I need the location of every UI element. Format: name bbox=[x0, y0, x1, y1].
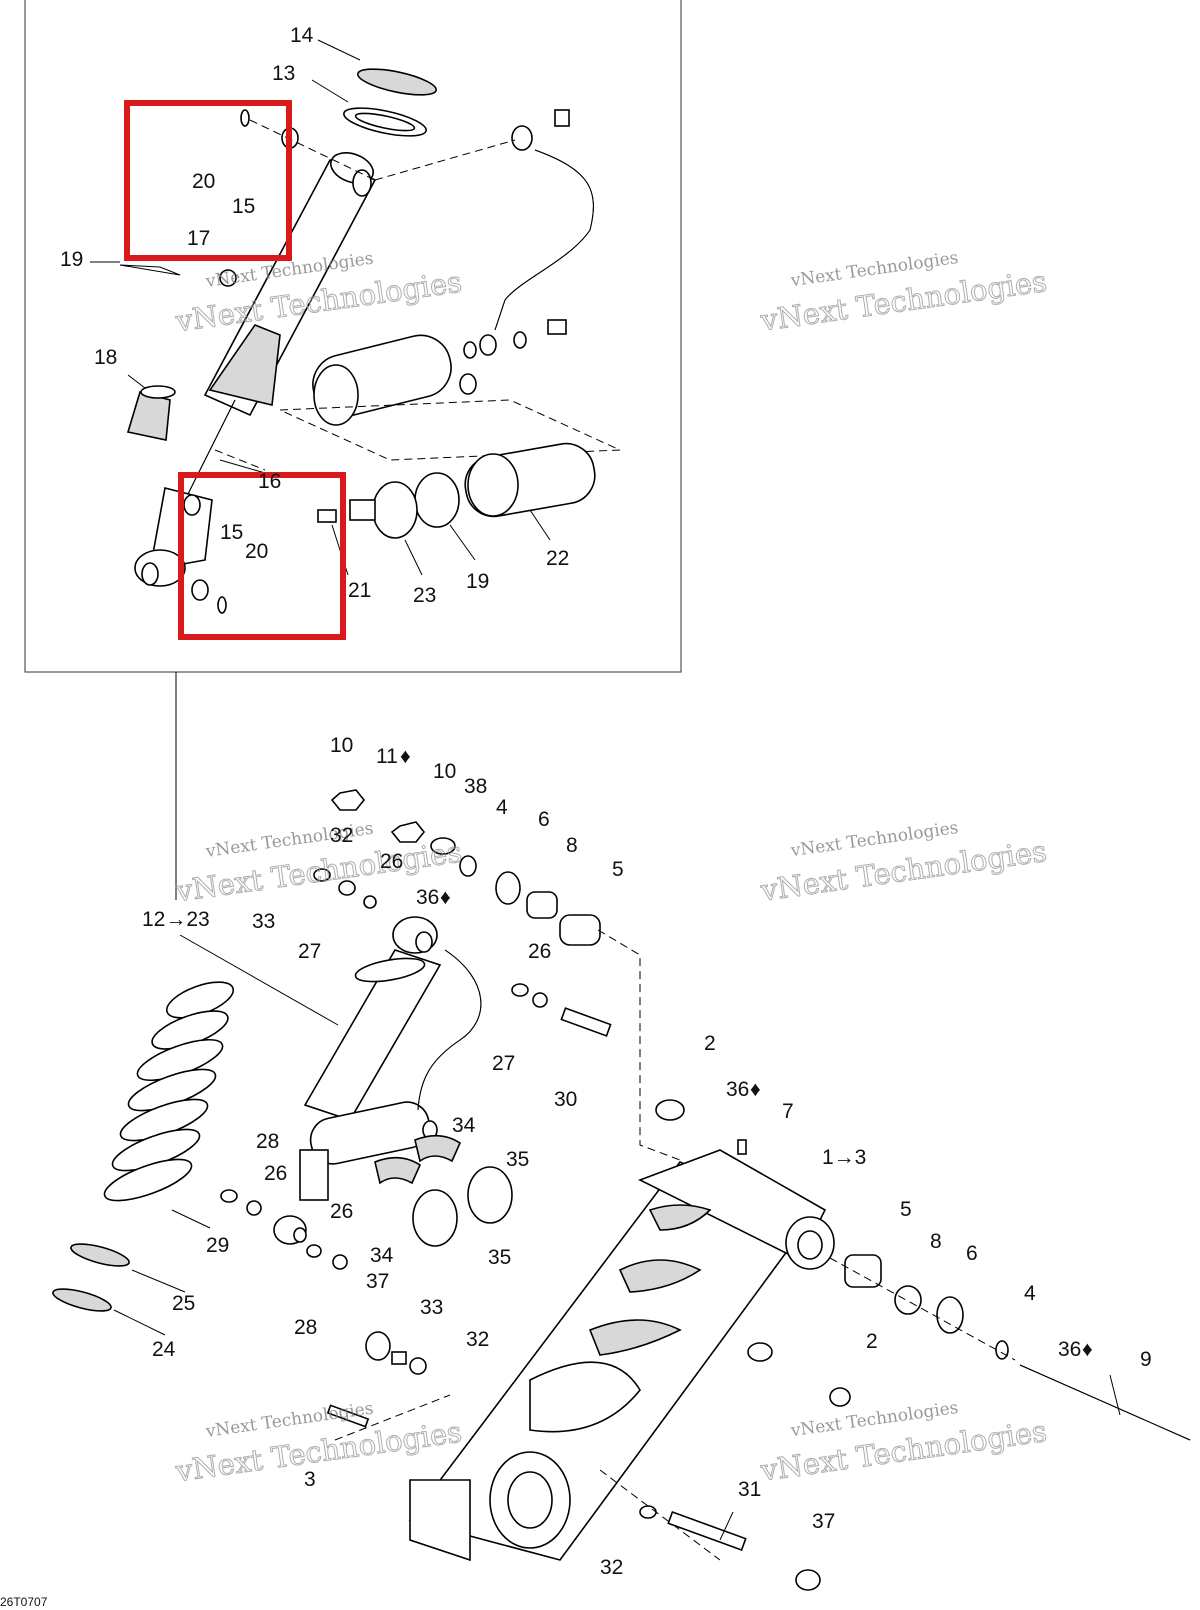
callout-number: 34 bbox=[370, 1244, 394, 1267]
callout-number: 9 bbox=[1140, 1348, 1152, 1371]
callout-number: 26 bbox=[264, 1162, 287, 1185]
oil-drop-icon: ♦ bbox=[400, 745, 411, 768]
callout-number: 16 bbox=[258, 470, 281, 493]
callout-number: 29 bbox=[206, 1234, 229, 1257]
callout-number: 28 bbox=[256, 1130, 279, 1153]
callout-number: 7 bbox=[782, 1100, 794, 1123]
callout-number: 10 bbox=[433, 760, 456, 783]
callout-number: 20 bbox=[192, 170, 215, 193]
callout-number: 24 bbox=[152, 1338, 176, 1361]
callout-number: 32 bbox=[330, 824, 353, 847]
callout-number: 15 bbox=[220, 521, 243, 544]
callout-number: 20 bbox=[245, 540, 268, 563]
highlight-box-top bbox=[124, 100, 292, 261]
callout-number: 37 bbox=[366, 1270, 389, 1293]
callout-number: 6 bbox=[538, 808, 550, 831]
callout-number: 11 bbox=[376, 745, 398, 768]
callout-number: 36 bbox=[726, 1078, 749, 1101]
callout-number: 28 bbox=[294, 1316, 317, 1339]
callout-number: 8 bbox=[930, 1230, 942, 1253]
callout-number: 34 bbox=[452, 1114, 476, 1137]
callout-number: 22 bbox=[546, 547, 569, 570]
oil-drop-icon: ♦ bbox=[440, 886, 451, 909]
callout-number: 26 bbox=[330, 1200, 353, 1223]
callout-number: 36 bbox=[1058, 1338, 1081, 1361]
spring bbox=[103, 981, 235, 1202]
callout-number: 2 bbox=[866, 1330, 878, 1353]
callout-number: 5 bbox=[612, 858, 624, 881]
callout-number: 38 bbox=[464, 775, 487, 798]
callout-number: 12→23 bbox=[142, 908, 210, 931]
callout-number: 4 bbox=[1024, 1282, 1036, 1305]
callout-number: 4 bbox=[496, 796, 508, 819]
callout-number: 19 bbox=[466, 570, 489, 593]
callout-number: 14 bbox=[290, 24, 314, 47]
callout-number: 8 bbox=[566, 834, 578, 857]
swing-arm bbox=[408, 1149, 835, 1562]
inset-parts bbox=[119, 68, 621, 614]
callout-number: 2 bbox=[704, 1032, 716, 1055]
callout-number: 5 bbox=[900, 1198, 912, 1221]
callout-number: 35 bbox=[506, 1148, 529, 1171]
callout-number: 32 bbox=[600, 1556, 623, 1579]
leader-lines bbox=[90, 39, 1121, 1541]
callout-number: 15 bbox=[232, 195, 255, 218]
callout-number: 36 bbox=[416, 886, 439, 909]
figure-code: 26T0707 bbox=[0, 1595, 48, 1609]
callout-number: 35 bbox=[488, 1246, 511, 1269]
callout-number: 33 bbox=[252, 910, 275, 933]
callout-number: 23 bbox=[413, 584, 436, 607]
callout-number: 37 bbox=[812, 1510, 835, 1533]
callout-number: 6 bbox=[966, 1242, 978, 1265]
callout-number: 1→3 bbox=[822, 1146, 866, 1169]
callout-number: 21 bbox=[348, 579, 371, 602]
callout-number: 18 bbox=[94, 346, 117, 369]
callout-number: 26 bbox=[528, 940, 551, 963]
main-parts bbox=[52, 789, 1191, 1591]
callout-number: 32 bbox=[466, 1328, 489, 1351]
callout-number: 3 bbox=[304, 1468, 316, 1491]
callout-number: 31 bbox=[738, 1478, 761, 1501]
inset-callouts: 14 13 20 15 17 19 18 16 15 20 21 23 19 2… bbox=[60, 24, 569, 607]
inset-frame bbox=[24, 0, 682, 673]
callout-number: 27 bbox=[298, 940, 321, 963]
callout-number: 17 bbox=[187, 227, 210, 250]
callout-number: 33 bbox=[420, 1296, 443, 1319]
highlight-box-bottom bbox=[178, 472, 346, 640]
main-callouts: 10 11 10 38 4 6 8 5 32 26 36 33 27 12→23… bbox=[142, 734, 1152, 1579]
callout-number: 30 bbox=[554, 1088, 577, 1111]
oil-drop-icon: ♦ bbox=[1082, 1338, 1093, 1361]
oil-drop-icon: ♦ bbox=[750, 1078, 761, 1101]
callout-number: 25 bbox=[172, 1292, 195, 1315]
callout-number: 19 bbox=[60, 248, 83, 271]
callout-number: 13 bbox=[272, 62, 295, 85]
callout-number: 26 bbox=[380, 850, 403, 873]
callout-number: 27 bbox=[492, 1052, 515, 1075]
callout-number: 10 bbox=[330, 734, 353, 757]
